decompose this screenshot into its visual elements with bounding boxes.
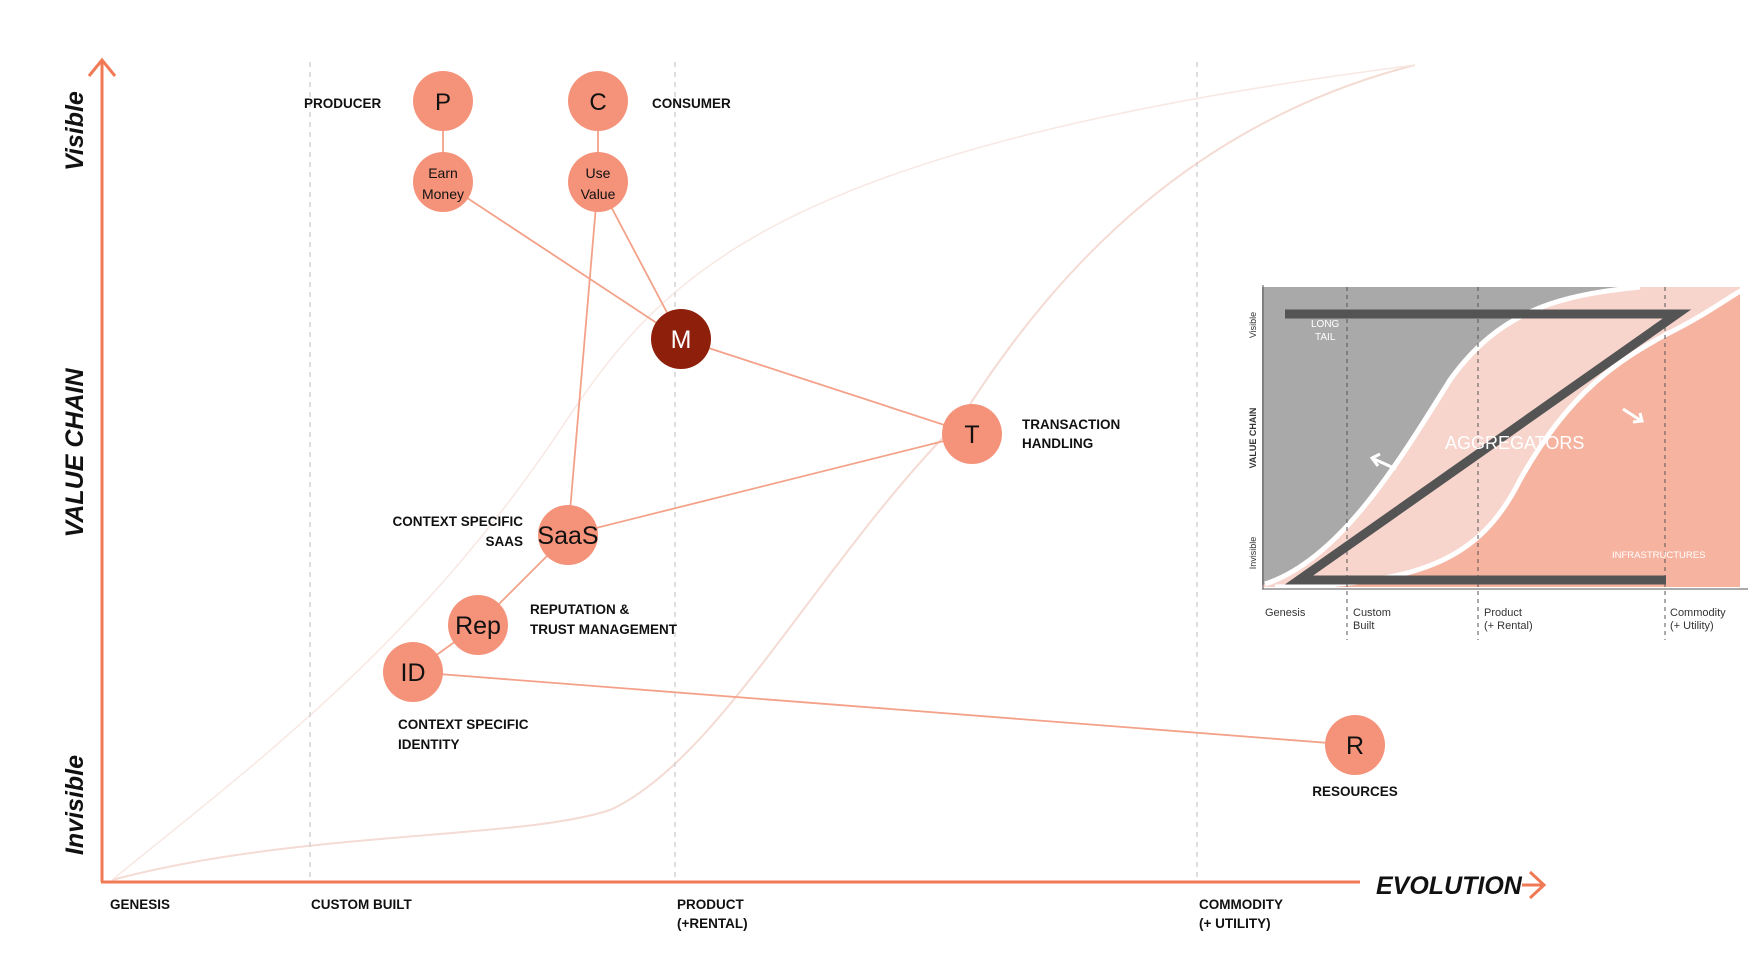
caption-identity-line1: CONTEXT SPECIFIC [398, 717, 529, 732]
y-axis-label: VALUE CHAIN [61, 368, 89, 538]
caption-transaction-line2: HANDLING [1022, 436, 1093, 451]
caption-producer: PRODUCER [304, 96, 382, 111]
node-label-line1: Use [586, 165, 611, 181]
node-transaction[interactable]: T [942, 404, 1002, 464]
link-ID-R [412, 671, 1356, 746]
inset-stage-product-line2: (+ Rental) [1484, 620, 1533, 632]
inset-y-mid: VALUE CHAIN [1248, 408, 1258, 469]
node-circle [942, 404, 1002, 464]
caption-identity-line2: IDENTITY [398, 737, 460, 752]
caption-saas-line1: CONTEXT SPECIFIC [392, 514, 523, 529]
inset-stage-custom-line1: Custom [1353, 607, 1391, 619]
stage-product-line2: (+RENTAL) [677, 916, 748, 931]
caption-transaction-line1: TRANSACTION [1022, 417, 1120, 432]
node-label-line1: Earn [428, 165, 458, 181]
caption-reputation-line1: REPUTATION & [530, 602, 629, 617]
stage-commodity-line1: COMMODITY [1199, 897, 1283, 912]
inset-arrowhead-left [1369, 452, 1381, 467]
inset-long-tail-line2: TAIL [1315, 332, 1336, 343]
evolution-curve [111, 64, 1416, 881]
caption-reputation-line2: TRUST MANAGEMENT [530, 622, 678, 637]
node-label: M [671, 326, 692, 354]
stage-custom-line1: CUSTOM BUILT [311, 897, 412, 912]
y-axis-arrowhead [87, 57, 117, 77]
node-circle [413, 152, 473, 212]
node-consumer[interactable]: C [568, 71, 628, 131]
caption-saas-line2: SAAS [485, 534, 523, 549]
node-circle [383, 642, 443, 702]
caption-consumer: CONSUMER [652, 96, 731, 111]
node-earn-money[interactable]: Earn Money [413, 152, 473, 212]
inset-arrow-right [1622, 407, 1641, 422]
node-producer[interactable]: P [413, 71, 473, 131]
y-axis-bottom-label: Invisible [61, 755, 89, 855]
node-circle [568, 152, 628, 212]
inset-stage-product-line1: Product [1484, 607, 1522, 619]
y-axis-top-label: Visible [61, 91, 89, 171]
node-saas[interactable]: SaaS [537, 505, 599, 565]
link-T-SaaS [567, 433, 973, 536]
inset-aggregators-label: AGGREGATORS [1445, 433, 1584, 453]
node-marketplace[interactable]: M [651, 309, 711, 369]
node-label: R [1346, 732, 1364, 760]
inset-stage-commodity-line1: Commodity [1670, 607, 1726, 619]
node-label: T [964, 421, 979, 449]
stage-product-line1: PRODUCT [677, 897, 745, 912]
node-use-value[interactable]: Use Value [568, 152, 628, 212]
node-circle [651, 309, 711, 369]
stage-genesis-line1: GENESIS [110, 897, 170, 912]
caption-resources: RESOURCES [1312, 784, 1398, 799]
node-resources[interactable]: R [1325, 715, 1385, 775]
link-M-T [680, 338, 973, 435]
link-layer [412, 101, 1356, 746]
inset-arrowhead-right [1632, 412, 1644, 424]
node-identity[interactable]: ID [383, 642, 443, 702]
inset-y-top: Visible [1248, 312, 1258, 338]
node-reputation[interactable]: Rep [448, 595, 508, 655]
node-label: ID [401, 659, 426, 687]
node-label-line2: Value [581, 186, 616, 202]
inset-curve-upper [1264, 287, 1641, 587]
inset-stage-commodity-line2: (+ Utility) [1670, 620, 1714, 632]
inset-long-tail-line1: LONG [1311, 319, 1340, 330]
inset-stage-genesis: Genesis [1265, 607, 1306, 619]
node-label: Rep [455, 612, 501, 640]
stage-commodity-line2: (+ UTILITY) [1199, 916, 1271, 931]
inset-infrastructures-label: INFRASTRUCTURES [1612, 550, 1705, 561]
node-circle [1325, 715, 1385, 775]
node-label: SaaS [537, 522, 598, 550]
node-circle [538, 505, 598, 565]
inset-curve-lower [1274, 288, 1740, 587]
inset-z-path [1284, 309, 1692, 585]
link-UV-SaaS [567, 181, 599, 536]
node-circle [448, 595, 508, 655]
inset-diagram: LONG TAIL AGGREGATORS INFRASTRUCTURES Vi… [1248, 285, 1748, 640]
node-label-line2: Money [422, 186, 464, 202]
inset-stage-custom-line2: Built [1353, 620, 1374, 632]
inset-arrow-left [1373, 457, 1397, 471]
link-EM-M [442, 181, 682, 340]
stage-labels: GENESIS CUSTOM BUILT PRODUCT (+RENTAL) C… [110, 897, 1283, 931]
node-label: C [589, 89, 606, 116]
node-circle [413, 71, 473, 131]
x-axis-label: EVOLUTION [1376, 872, 1523, 900]
inset-y-bottom: Invisible [1248, 537, 1258, 570]
evolution-curve-faint [111, 64, 1416, 881]
node-label: P [435, 89, 451, 116]
node-circle [568, 71, 628, 131]
